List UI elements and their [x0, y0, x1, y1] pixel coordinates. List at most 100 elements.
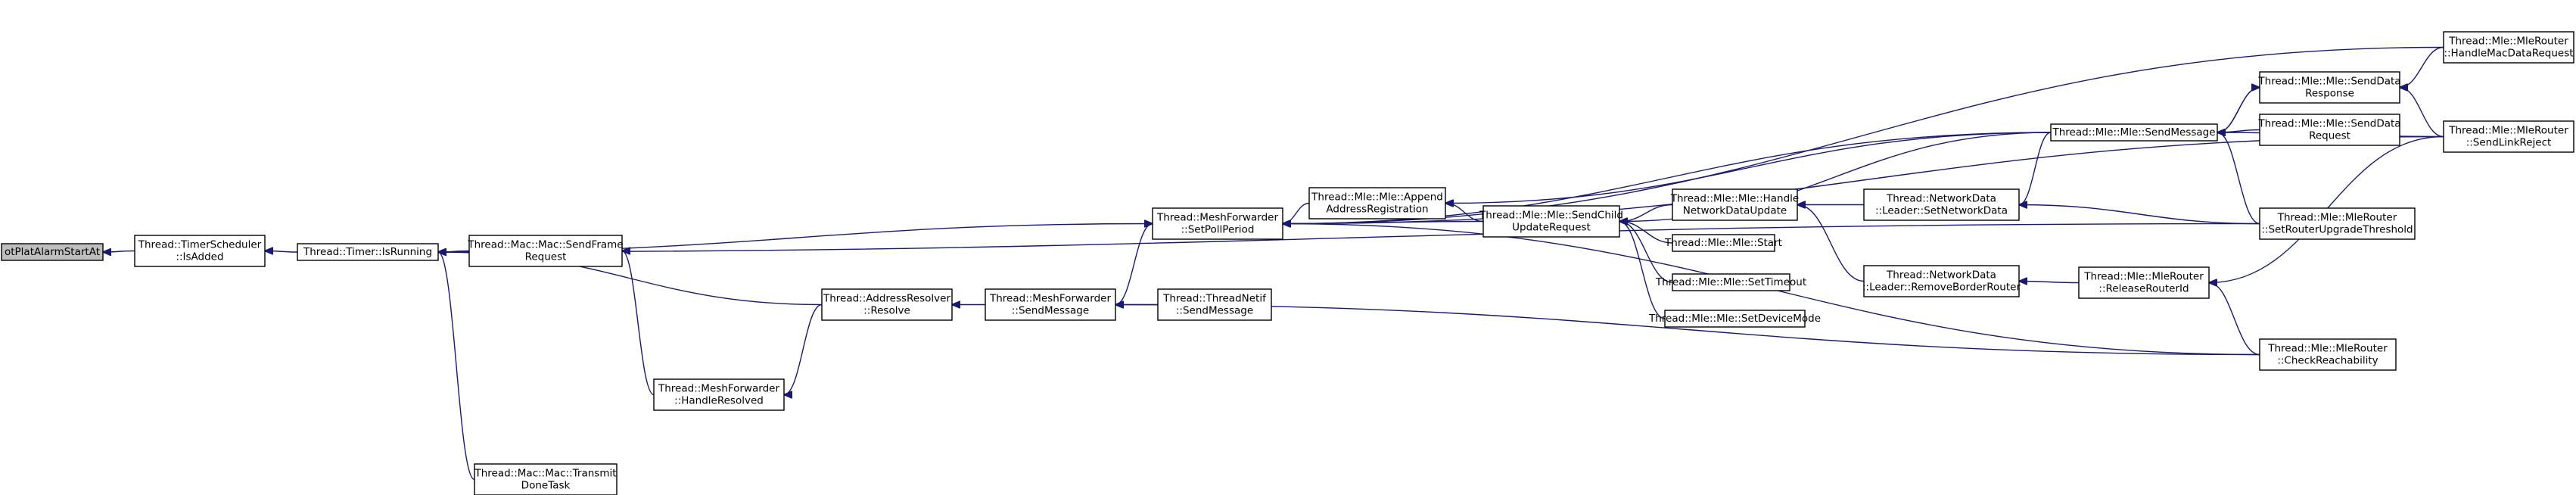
- node-box: [2050, 123, 2218, 142]
- graph-node-n9[interactable]: Thread::MeshForwarder::SetPollPeriod: [1152, 207, 1283, 240]
- node-label-line: ::SetRouterUpgradeThreshold: [2261, 224, 2413, 236]
- graph-node-n8[interactable]: Thread::ThreadNetif::SendMessage: [1157, 288, 1272, 321]
- edge-line: [2209, 283, 2260, 356]
- graph-node-n15[interactable]: Thread::Mle::Mle::SetDeviceMode: [1648, 310, 1821, 328]
- call-edge-n22-to-n19: [2217, 132, 2260, 225]
- node-label-line: otPlatAlarmStartAt: [5, 246, 100, 258]
- node-label-line: AddressRegistration: [1326, 204, 1428, 216]
- node-label-line: Thread::Mac::Mac::Transmit: [474, 468, 616, 480]
- graph-node-n16[interactable]: Thread::NetworkData::Leader::SetNetworkD…: [1863, 188, 2020, 221]
- edge-line: [2019, 282, 2080, 283]
- node-label-line: ::Leader::SetNetworkData: [1875, 205, 2008, 217]
- node-label-line: ::SendMessage: [1176, 305, 1253, 317]
- graph-node-n10[interactable]: Thread::Mle::Mle::AppendAddressRegistrat…: [1308, 187, 1446, 219]
- call-edge-n19-to-n20: [2217, 88, 2260, 133]
- graph-node-n22[interactable]: Thread::Mle::MleRouter::SetRouterUpgrade…: [2259, 207, 2416, 240]
- call-edge-n18-to-n17: [2019, 282, 2080, 283]
- graph-node-n6[interactable]: Thread::AddressResolver::Resolve: [821, 288, 953, 321]
- edge-line: [438, 223, 2260, 253]
- call-edge-n19-to-n10: [1445, 132, 2052, 204]
- graph-node-n17[interactable]: Thread::NetworkData::Leader::RemoveBorde…: [1862, 265, 2021, 297]
- node-label-line: ::Resolve: [863, 305, 910, 317]
- graph-node-n2[interactable]: Thread::Timer::IsRunning: [297, 243, 439, 261]
- call-edge-n22-to-n16: [2019, 205, 2260, 225]
- node-box: [1672, 234, 1775, 252]
- node-label-line: Response: [2305, 88, 2354, 100]
- edge-line: [103, 251, 135, 253]
- edge-line: [2217, 88, 2260, 133]
- edge-line: [622, 251, 655, 396]
- node-box: [2443, 120, 2574, 153]
- edge-layer: [103, 46, 2444, 481]
- graph-node-n18[interactable]: Thread::Mle::MleRouter::ReleaseRouterId: [2078, 266, 2210, 299]
- node-box: [2259, 71, 2400, 104]
- node-label-line: Thread::MeshForwarder: [989, 293, 1111, 305]
- node-label-line: Thread::Timer::IsRunning: [303, 246, 432, 258]
- call-edge-n1-to-n0: [103, 251, 135, 253]
- node-label-line: ::SendMessage: [1012, 305, 1089, 317]
- node-label-line: Thread::NetworkData: [1886, 269, 1996, 282]
- edge-line: [784, 304, 823, 395]
- call-edge-n17-to-n12: [1797, 205, 1865, 282]
- node-label-line: Thread::Mac::Mac::SendFrame: [467, 239, 623, 251]
- call-edge-n24-to-n20: [2400, 46, 2444, 88]
- graph-node-n1[interactable]: Thread::TimerScheduler::IsAdded: [134, 235, 266, 267]
- node-label-line: Thread::TimerScheduler: [138, 239, 262, 251]
- graph-node-n23[interactable]: Thread::Mle::MleRouter::CheckReachabilit…: [2259, 338, 2397, 371]
- node-label-line: NetworkDataUpdate: [1683, 205, 1787, 217]
- node-label-line: Thread::Mle::Mle::SetDeviceMode: [1648, 313, 1821, 325]
- node-label-line: ::Leader::RemoveBorderRouter: [1862, 282, 2021, 294]
- node-box: [821, 288, 953, 321]
- node-box: [474, 463, 618, 495]
- node-box: [2259, 338, 2397, 371]
- node-label-line: ::CheckReachability: [2277, 355, 2378, 367]
- node-box: [653, 378, 785, 411]
- node-box: [2259, 207, 2416, 240]
- edge-line: [1619, 222, 1666, 319]
- node-label-line: Thread::Mle::MleRouter: [2448, 125, 2568, 137]
- node-box: [2078, 266, 2210, 299]
- node-label-line: Thread::MeshForwarder: [658, 383, 779, 395]
- call-edge-n15-to-n11: [1619, 222, 1666, 319]
- graph-node-n24[interactable]: Thread::Mle::MleRouter::HandleMacDataReq…: [2443, 31, 2574, 64]
- node-box: [1152, 207, 1283, 240]
- graph-node-n13[interactable]: Thread::Mle::Mle::Start: [1664, 234, 1782, 252]
- node-box: [468, 235, 623, 267]
- graph-node-n5[interactable]: Thread::MeshForwarder::HandleResolved: [653, 378, 785, 411]
- node-label-line: DoneTask: [521, 480, 571, 492]
- graph-node-n19[interactable]: Thread::Mle::Mle::SendMessage: [2050, 123, 2218, 142]
- graph-node-n12[interactable]: Thread::Mle::Mle::HandleNetworkDataUpdat…: [1670, 188, 1800, 221]
- node-label-line: Thread::Mle::Mle::SendData: [2257, 76, 2400, 88]
- node-box: [1672, 273, 1790, 291]
- node-label-line: ::IsAdded: [176, 251, 223, 263]
- node-box: [1664, 310, 1806, 328]
- node-label-line: Thread::Mle::Mle::SetTimeout: [1655, 276, 1806, 288]
- node-label-line: ::ReleaseRouterId: [2098, 283, 2189, 295]
- call-edge-n10-to-n9: [1283, 202, 1310, 224]
- node-layer: otPlatAlarmStartAt Thread::TimerScheduler…: [1, 31, 2574, 495]
- graph-node-n25[interactable]: Thread::Mle::MleRouter::SendLinkReject: [2443, 120, 2574, 153]
- node-box: [2443, 31, 2574, 64]
- call-edge-n25-to-n20: [2400, 88, 2444, 138]
- node-label-line: Thread::Mle::Mle::Append: [1311, 191, 1443, 204]
- node-label-line: ::HandleMacDataRequest: [2444, 48, 2573, 60]
- graph-node-n14[interactable]: Thread::Mle::Mle::SetTimeout: [1655, 273, 1806, 291]
- call-edge-n22-to-n2: [438, 223, 2260, 253]
- node-box: [297, 243, 439, 261]
- node-box: [1157, 288, 1272, 321]
- edge-line: [2019, 132, 2052, 205]
- graph-node-n0[interactable]: otPlatAlarmStartAt: [1, 243, 104, 261]
- edge-line: [2019, 205, 2260, 225]
- graph-node-n7[interactable]: Thread::MeshForwarder::SendMessage: [985, 288, 1116, 321]
- node-label-line: Thread::Mle::MleRouter: [2448, 36, 2568, 48]
- node-label-line: Thread::Mle::MleRouter: [2267, 343, 2388, 355]
- edge-line: [265, 251, 298, 253]
- call-edge-n19-to-n16: [2019, 132, 2052, 205]
- node-label-line: Thread::Mle::Mle::SendMessage: [2052, 126, 2215, 139]
